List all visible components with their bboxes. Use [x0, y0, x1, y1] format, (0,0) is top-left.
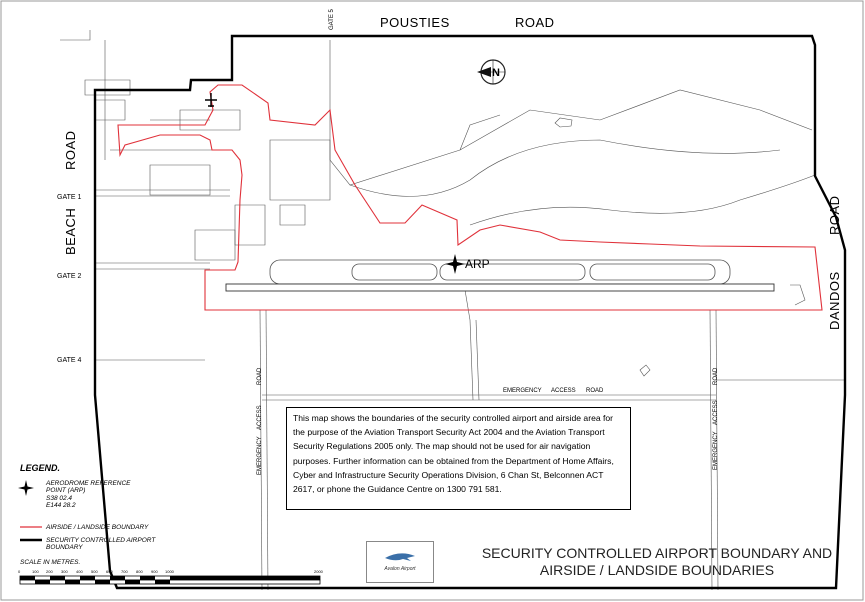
- background-linework: [60, 30, 845, 591]
- beach-road-label: ROAD: [63, 130, 78, 170]
- vertical-emergency-label-1: EMERGENCY: [257, 436, 263, 475]
- emergency-road-label-3: ROAD: [586, 388, 604, 394]
- legend-security-2: BOUNDARY: [46, 544, 83, 551]
- vertical-access-label-2: ACCESS: [713, 400, 719, 425]
- scale-tick: 600: [106, 569, 113, 574]
- dandos-road-label-2: DANDOS: [827, 271, 842, 330]
- scale-tick: 300: [61, 569, 68, 574]
- beach-road-label-2: BEACH: [63, 208, 78, 255]
- vertical-access-label-1: ACCESS: [257, 405, 263, 430]
- map-title: SECURITY CONTROLLED AIRPORT BOUNDARY AND…: [452, 545, 862, 579]
- north-arrow-icon: N: [477, 59, 506, 85]
- gate5-label: GATE 5: [329, 8, 335, 30]
- legend-security-1: SECURITY CONTROLLED AIRPORT: [46, 537, 156, 544]
- vertical-road-label-1: ROAD: [257, 367, 263, 385]
- scale-tick: 0: [18, 569, 21, 574]
- title-line-2: AIRSIDE / LANDSIDE BOUNDARIES: [539, 562, 775, 578]
- gate1-label: GATE 1: [57, 194, 81, 201]
- scale-tick: 400: [76, 569, 83, 574]
- arp-label: ARP: [465, 257, 490, 271]
- pousties-road-label-2: ROAD: [515, 15, 555, 30]
- legend: LEGEND. AERODROME REFERENCE POINT (ARP) …: [18, 463, 324, 585]
- legend-arp-4: E144 28.2: [46, 502, 76, 509]
- scale-bar: [19, 575, 321, 585]
- legend-title: LEGEND.: [20, 463, 60, 473]
- plane-logo-icon: Avalon Airport: [383, 553, 416, 572]
- disclaimer-note: This map shows the boundaries of the sec…: [286, 407, 631, 510]
- scale-tick: 700: [121, 569, 128, 574]
- runway: [225, 283, 775, 292]
- arp-marker-icon: [445, 254, 465, 274]
- scale-tick: 900: [151, 569, 158, 574]
- gate4-label: GATE 4: [57, 357, 81, 364]
- scale-title: SCALE IN METRES.: [20, 559, 81, 566]
- legend-arp-3: S38 02.4: [46, 495, 72, 502]
- emergency-road-label-2: ACCESS: [551, 388, 576, 394]
- taxiway: [269, 259, 731, 285]
- scale-tick: 2000: [314, 569, 324, 574]
- legend-airside: AIRSIDE / LANDSIDE BOUNDARY: [45, 524, 149, 531]
- scale-ticks: 0 100 200 300 400 500 600 700 800 900 10…: [18, 569, 324, 574]
- gate2-label: GATE 2: [57, 273, 81, 280]
- title-line-1: SECURITY CONTROLLED AIRPORT BOUNDARY AND: [481, 545, 833, 561]
- dandos-road-label: ROAD: [827, 195, 842, 235]
- aircraft-icon: [205, 93, 217, 107]
- emergency-road-label-1: EMERGENCY: [503, 388, 542, 394]
- vertical-emergency-label-2: EMERGENCY: [713, 431, 719, 470]
- scale-tick: 500: [91, 569, 98, 574]
- avalon-airport-logo: Avalon Airport: [366, 541, 434, 583]
- svg-text:N: N: [492, 67, 500, 79]
- legend-arp-1: AERODROME REFERENCE: [45, 480, 131, 487]
- legend-arp-2: POINT (ARP): [46, 487, 85, 494]
- airside-boundary: [117, 84, 823, 311]
- logo-text: Avalon Airport: [383, 566, 416, 572]
- scale-tick: 200: [46, 569, 53, 574]
- scale-tick: 100: [32, 569, 39, 574]
- scale-tick: 800: [136, 569, 143, 574]
- scale-tick: 1000: [165, 569, 175, 574]
- arp-legend-icon: [18, 480, 34, 496]
- vertical-road-label-2: ROAD: [713, 367, 719, 385]
- pousties-road-label: POUSTIES: [380, 15, 450, 30]
- security-boundary: [93, 34, 847, 590]
